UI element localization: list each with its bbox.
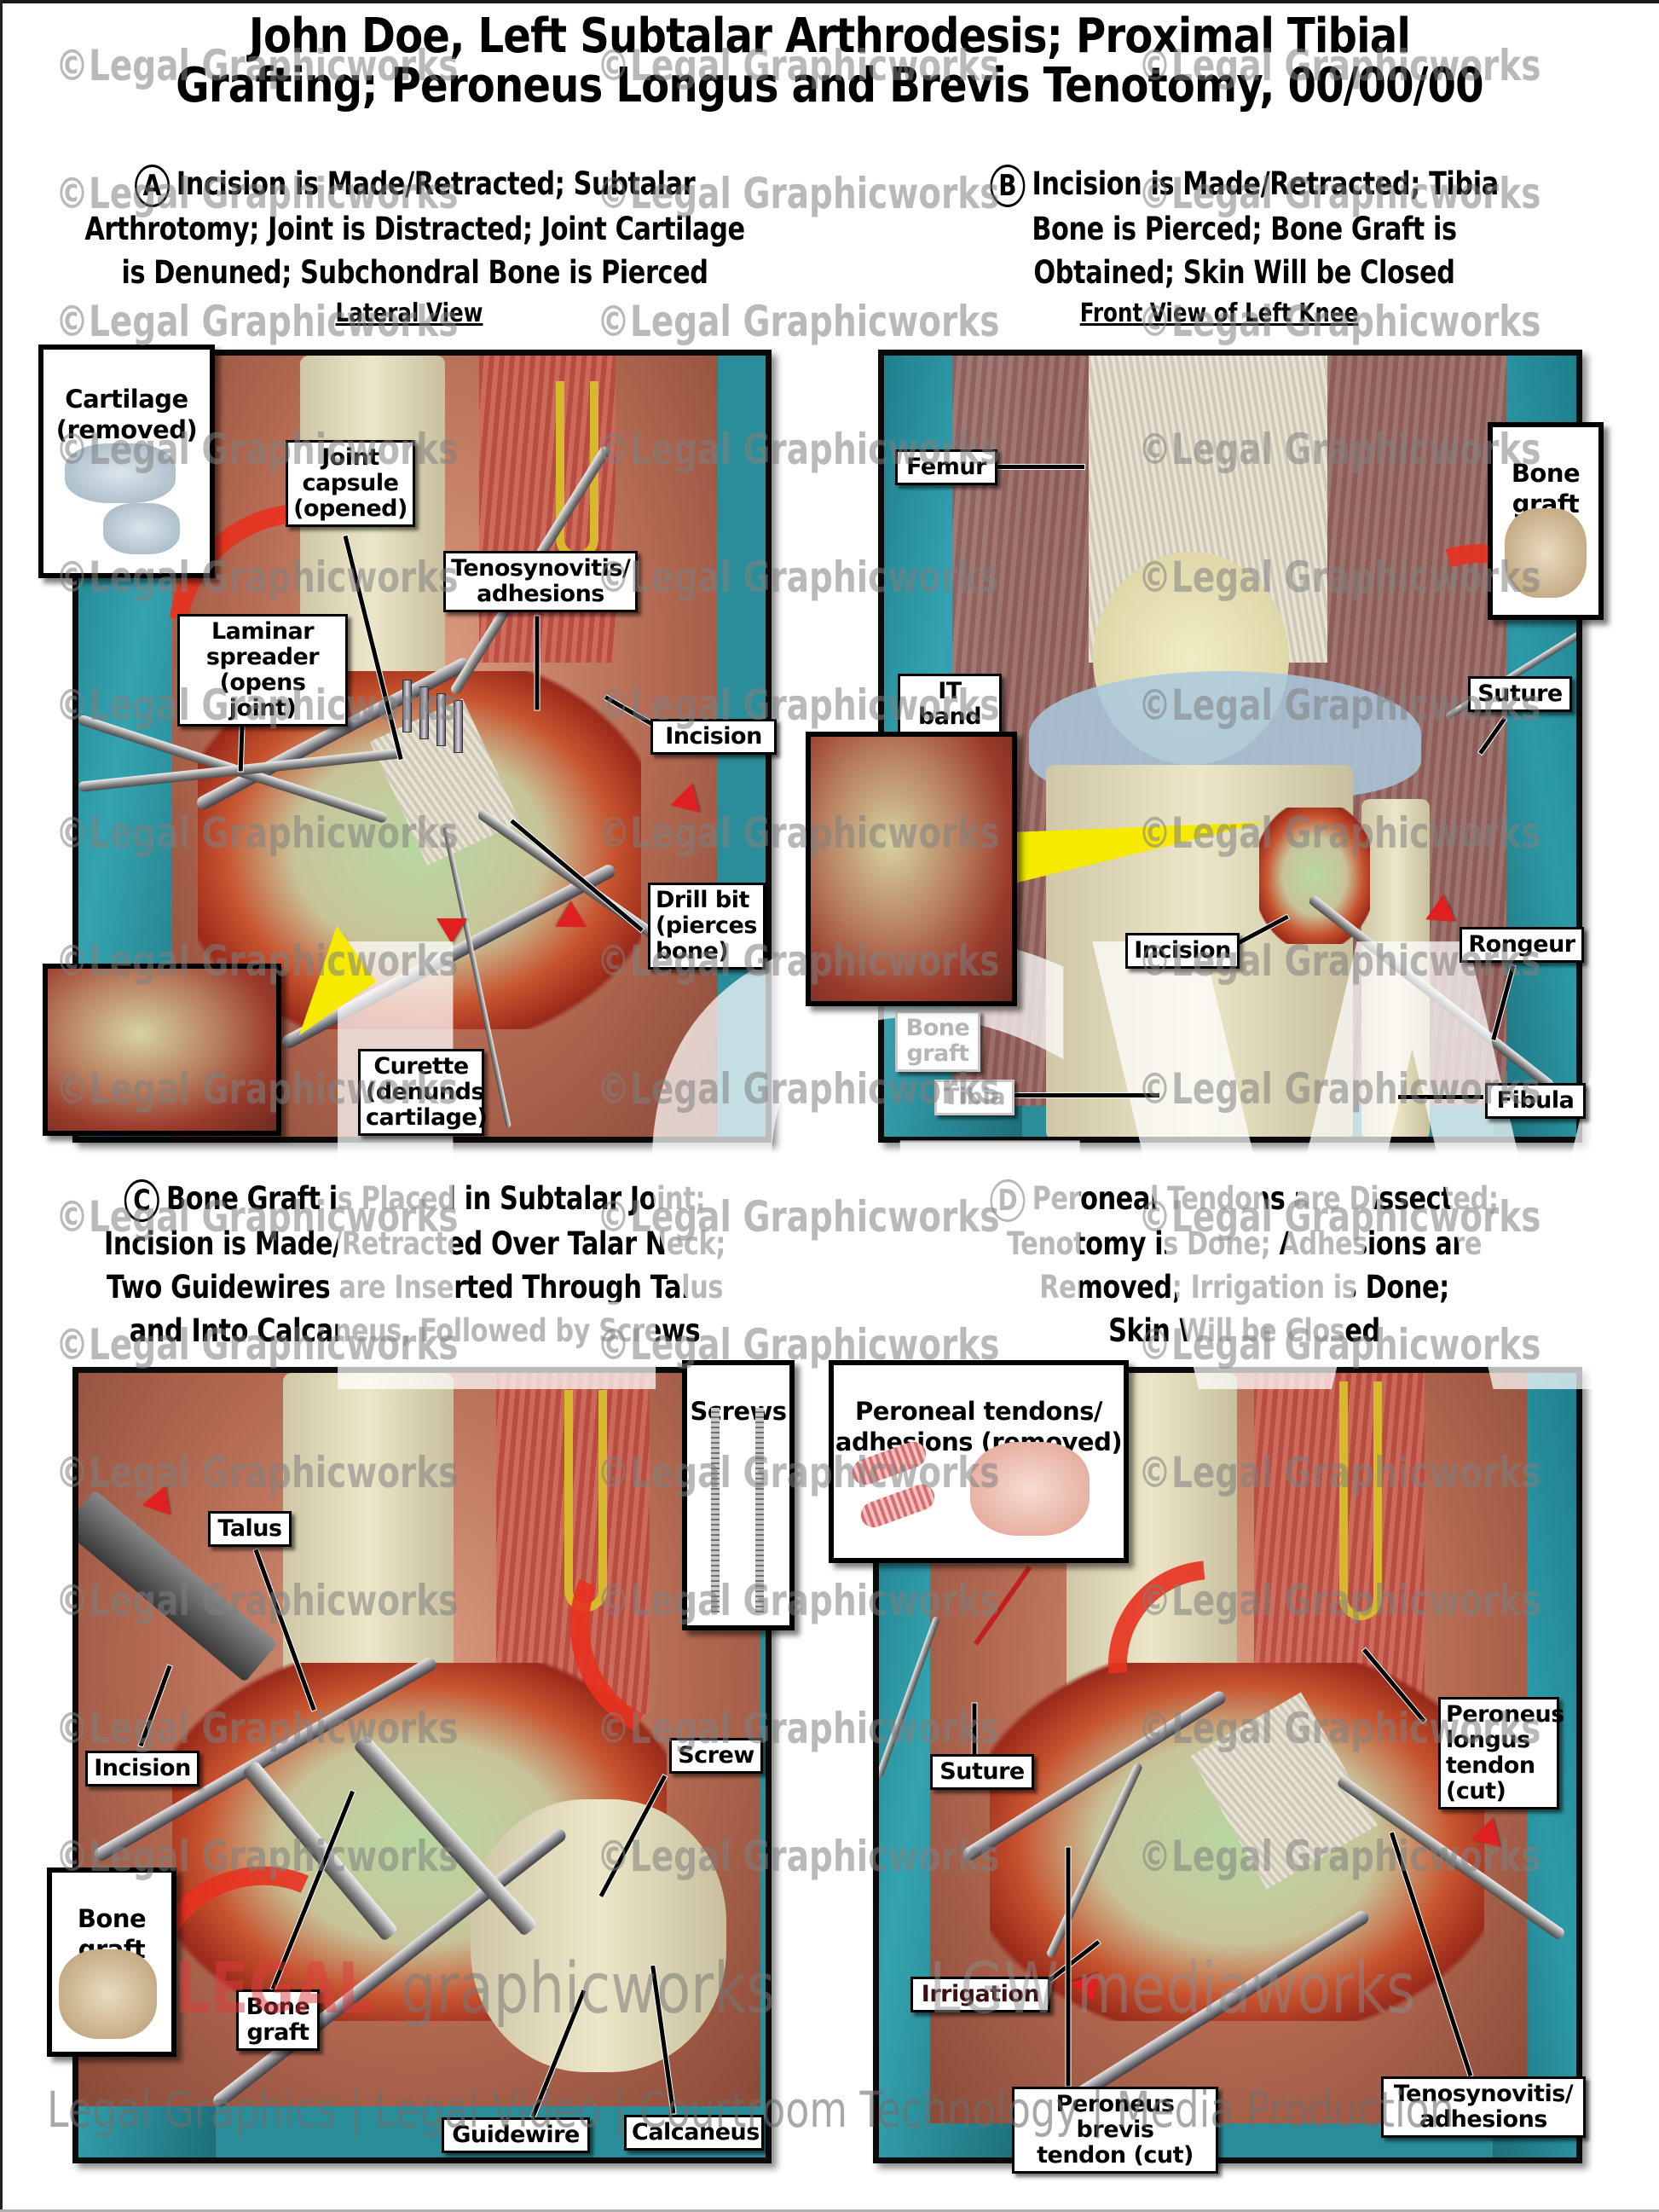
retractor-tine [436,693,446,746]
label-peroneus-brevis-tendon: Peroneus brevis tendon (cut) [1012,2087,1218,2174]
leader-line [972,1703,977,1755]
label-it-band: IT band [898,674,1002,735]
brand-watermark-graphicworks: graphicworks [401,1949,776,2030]
page-frame-left [0,0,3,2212]
label-suture: Suture [930,1754,1034,1790]
label-peroneus-longus-tendon: Peroneus longus tendon (cut) [1438,1697,1564,1810]
direction-arrow [556,901,587,927]
label-tenosynovitis-adhesions: Tenosynovitis/ adhesions [1381,2076,1586,2138]
inset-bone-graft: Bone graft [1488,422,1604,620]
label-joint-capsule: Joint capsule (opened) [286,440,415,527]
zoom-inset-tibial-window [806,732,1017,1006]
brand-watermark-mediaworks: LGW mediaworks [929,1949,1416,2030]
label-screw: Screw [669,1738,763,1774]
step-a-heading-line-2: Arthrotomy; Joint is Distracted; Joint C… [84,210,745,247]
calcaneus-bone [471,1799,726,2072]
retractor-tine [419,686,429,739]
inset-title: Cartilage (removed) [55,385,198,444]
screw-icon [711,1408,720,1613]
step-b-view-label: Front View of Left Knee [1079,298,1359,328]
peroneal-muscles [496,1373,650,1714]
cartilage-fragment-icon [103,503,180,554]
label-bone-graft: Bone graft [895,1010,980,1072]
page-title-line-1: John Doe, Left Subtalar Arthrodesis; Pro… [248,9,1411,64]
label-talus: Talus [208,1511,292,1547]
page-frame-bottom [0,2209,1659,2212]
label-irrigation: Irrigation [910,1977,1050,2012]
page-title-line-2: Grafting; Peroneus Longus and Brevis Ten… [176,58,1484,113]
step-b-heading-line-2: Bone is Pierced; Bone Graft is [1032,210,1457,247]
sural-nerve [1339,1381,1382,1620]
step-c-heading-line-3: Two Guidewires are Inserted Through Talu… [106,1268,724,1306]
label-laminar-spreader: Laminar spreader (opens joint) [177,614,348,727]
step-b-heading-line-3: Obtained; Skin Will be Closed [1033,253,1455,291]
bone-graft-chips-icon [59,1949,157,2039]
inset-bone-graft: Bone graft [47,1867,176,2057]
label-bone-graft: Bone graft [236,1989,320,2051]
adhesions-tissue-icon [970,1442,1090,1536]
label-fibula: Fibula [1485,1083,1586,1119]
page-title: John Doe, Left Subtalar Arthrodesis; Pro… [116,12,1543,111]
step-c-heading-line-2: Incision is Made/Retracted Over Talar Ne… [103,1225,725,1262]
direction-arrow [436,918,467,944]
footer-tagline-watermark: Legal Graphics | Legal Video | Courtroom… [47,2081,1454,2139]
step-d-heading-line-3: Removed; Irrigation is Done; [1039,1268,1449,1306]
tendon-segment-icon [857,1480,939,1532]
step-b-badge: B [990,164,1026,207]
label-drill-bit: Drill bit (pierces bone) [648,883,766,970]
inset-title: Screws [690,1397,787,1426]
leader-line [1398,1095,1483,1099]
label-calcaneus: Calcaneus [624,2115,764,2151]
label-suture: Suture [1468,676,1572,712]
label-incision: Incision [650,719,777,755]
page-frame-top [0,0,1659,3]
sural-nerve [564,1390,607,1612]
cartilage-fragment-icon [65,443,176,503]
label-femur: Femur [895,449,997,485]
label-guidewire: Guidewire [442,2117,590,2153]
label-incision: Incision [1125,933,1240,969]
retractor-tine [402,680,412,733]
step-c-heading-line-4: and Into Calcaneus, Followed by Screws [129,1312,701,1349]
leader-line [989,465,1084,469]
step-a-heading-line-3: is Denuned; Subchondral Bone is Pierced [121,253,708,291]
label-tenosynovitis-adhesions: Tenosynovitis/ adhesions [443,551,638,612]
brand-watermark-legal: LEGAL [175,1949,374,2030]
label-incision: Incision [85,1751,199,1786]
copyright-watermark: ©Legal Graphicworks [597,297,1000,346]
step-c-badge: C [124,1178,159,1222]
step-a-view-label: Lateral View [335,298,483,328]
step-a-badge: A [134,164,170,207]
label-tibia: Tibia [934,1080,1014,1115]
bone-graft-chips-icon [1505,508,1587,598]
zoom-inset-curette-detail [43,964,281,1136]
leader-line [535,616,540,710]
label-rongeur: Rongeur [1460,927,1584,963]
inset-title: Peroneal tendons/ adhesions (removed) [835,1397,1123,1456]
step-d-badge: D [990,1178,1026,1222]
leader-line [1006,1093,1159,1097]
inset-cartilage-removed: Cartilage (removed) [38,345,215,578]
retractor-tine [454,700,463,753]
step-d-heading-line-2: Tenotomy is Done; Adhesions are [1006,1225,1483,1262]
inset-peroneal-tendons-removed: Peroneal tendons/ adhesions (removed) [829,1360,1129,1563]
screw-icon [755,1408,764,1613]
label-curette: Curette (denunds cartilage) [358,1049,488,1136]
step-d-heading-line-4: Skin Will be Closed [1108,1312,1380,1349]
inset-screws: Screws [682,1360,795,1630]
